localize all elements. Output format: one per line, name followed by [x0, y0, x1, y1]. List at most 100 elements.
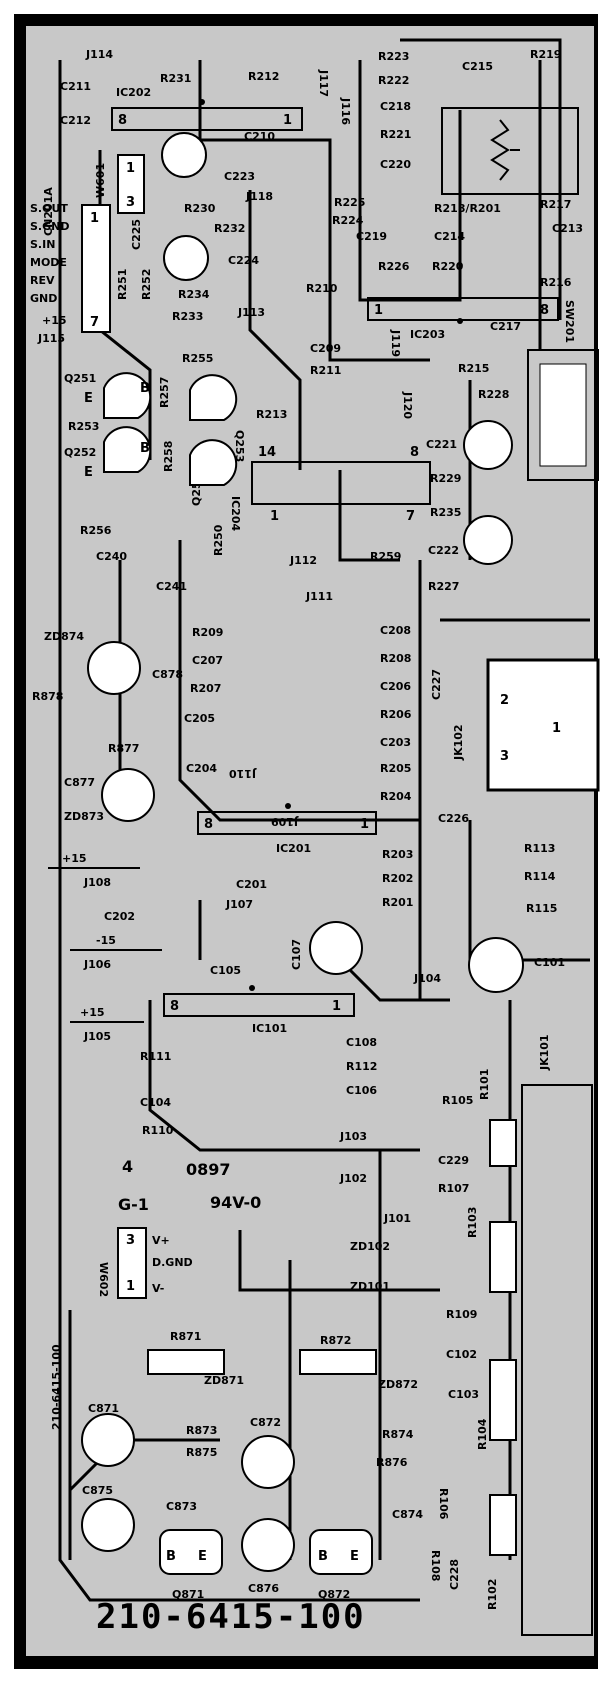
ref-c207: C207 — [192, 654, 223, 667]
ref-c874: C874 — [392, 1508, 423, 1521]
rail-text: -15 — [96, 934, 116, 947]
trimmer-potentiometer — [441, 107, 579, 195]
ref-ic204: IC204 — [229, 496, 242, 531]
ref-r223: R223 — [378, 50, 409, 63]
ref-r219: R219 — [530, 48, 561, 61]
rail-id: J108 — [83, 876, 111, 889]
ref-r102: R102 — [486, 1579, 499, 1610]
ref-r234: R234 — [178, 288, 210, 301]
ic204-pin-7: 7 — [406, 509, 415, 524]
ref-c224: C224 — [228, 254, 259, 267]
ic201-pin-left: 8 — [204, 817, 213, 832]
ic204-pin-14: 14 — [258, 445, 276, 460]
ref-c221: C221 — [426, 438, 457, 451]
transistor-q253 — [189, 374, 238, 421]
ref-c219: C219 — [356, 230, 387, 243]
transistor-q251 — [103, 372, 152, 419]
ref-c241: C241 — [156, 580, 187, 593]
capacitor-c872 — [241, 1435, 295, 1489]
transistor-q871 — [159, 1529, 223, 1575]
q252-b: B — [140, 441, 150, 456]
w602-pin-b: 1 — [126, 1279, 135, 1294]
ref-c209: C209 — [310, 342, 341, 355]
ref-c873: C873 — [166, 1500, 197, 1513]
ref-zd874: ZD874 — [44, 630, 84, 643]
ref-c212: C212 — [60, 114, 91, 127]
ref-c201: C201 — [236, 878, 267, 891]
ref-c227: C227 — [430, 669, 443, 700]
ref-r217: R217 — [540, 198, 571, 211]
ref-r212: R212 — [248, 70, 279, 83]
ref-c108: C108 — [346, 1036, 377, 1049]
ref-c215: C215 — [462, 60, 493, 73]
ref-r115: R115 — [526, 902, 557, 915]
ref-c206: C206 — [380, 680, 411, 693]
capacitor-c876 — [241, 1518, 295, 1572]
ref-c225: C225 — [130, 219, 143, 250]
ref-j107: J107 — [225, 898, 253, 911]
ref-r250: R250 — [212, 524, 225, 556]
ref-c878: C878 — [152, 668, 183, 681]
ic202-pin-right: 1 — [283, 113, 292, 128]
ref-j110: J110 — [229, 767, 257, 780]
q872-b: B — [318, 1549, 328, 1564]
ref-r105: R105 — [442, 1094, 473, 1107]
ref-ic101: IC101 — [252, 1022, 287, 1035]
ref-q252: Q252 — [64, 446, 96, 459]
w602-pin-label: V- — [152, 1282, 164, 1295]
ref-r218-r201: R218/R201 — [434, 202, 501, 215]
ref-r201: R201 — [382, 896, 413, 909]
ref-r101: R101 — [478, 1069, 491, 1100]
ref-r204: R204 — [380, 790, 412, 803]
capacitor-c871 — [81, 1413, 135, 1467]
ref-r227: R227 — [428, 580, 459, 593]
resistor-r104 — [489, 1359, 517, 1441]
w602-id: W602 — [97, 1262, 110, 1297]
resistor-r101 — [489, 1119, 517, 1167]
jk102-jack: 2 1 3 JK102 — [452, 658, 600, 792]
ref-r259: R259 — [370, 550, 401, 563]
capacitor-c877 — [101, 768, 155, 822]
ref-r211: R211 — [310, 364, 341, 377]
q252-e: E — [84, 465, 93, 480]
ref-zd873: ZD873 — [64, 810, 104, 823]
w602-pin-label: V+ — [152, 1234, 170, 1247]
ref-c205: C205 — [184, 712, 215, 725]
board-side-part-number: 210-6415-100 — [50, 1344, 63, 1430]
transistor-q872 — [309, 1529, 373, 1575]
w602-pin-label: D.GND — [152, 1256, 193, 1269]
ref-r252: R252 — [140, 269, 153, 300]
ic204: 14 8 1 7 — [251, 445, 431, 524]
ref-r230: R230 — [184, 202, 216, 215]
transistor-q252 — [103, 426, 152, 473]
ref-r220: R220 — [432, 260, 464, 273]
rail-id: J105 — [83, 1030, 111, 1043]
ref-j112: J112 — [289, 554, 317, 567]
ic201-pin-right: 1 — [360, 817, 369, 832]
ref-j116: J116 — [339, 97, 352, 125]
ref-r874: R874 — [382, 1428, 414, 1441]
ref-j113: J113 — [237, 306, 265, 319]
resistor-r102 — [489, 1494, 517, 1556]
cn201a-id: CN201A — [42, 187, 55, 236]
ref-c103: C103 — [448, 1388, 479, 1401]
ref-q251: Q251 — [64, 372, 96, 385]
ref-r106: R106 — [437, 1488, 450, 1520]
ref-q872: Q872 — [318, 1588, 350, 1601]
capacitor-c223 — [161, 132, 207, 178]
ref-r206: R206 — [380, 708, 412, 721]
ref-q253: Q253 — [233, 430, 246, 462]
ref-c226: C226 — [438, 812, 469, 825]
ref-c240: C240 — [96, 550, 127, 563]
ref-r104: R104 — [476, 1418, 489, 1450]
ref-c107: C107 — [290, 939, 303, 970]
ref-c875: C875 — [82, 1484, 113, 1497]
ref-r108: R108 — [429, 1550, 442, 1581]
ref-r232: R232 — [214, 222, 245, 235]
ref-c105: C105 — [210, 964, 241, 977]
ref-j102: J102 — [339, 1172, 367, 1185]
ref-r107: R107 — [438, 1182, 469, 1195]
ref-r871: R871 — [170, 1330, 201, 1343]
electrolytic-capacitors — [81, 132, 524, 1572]
ic203-pin-left: 1 — [374, 303, 383, 318]
